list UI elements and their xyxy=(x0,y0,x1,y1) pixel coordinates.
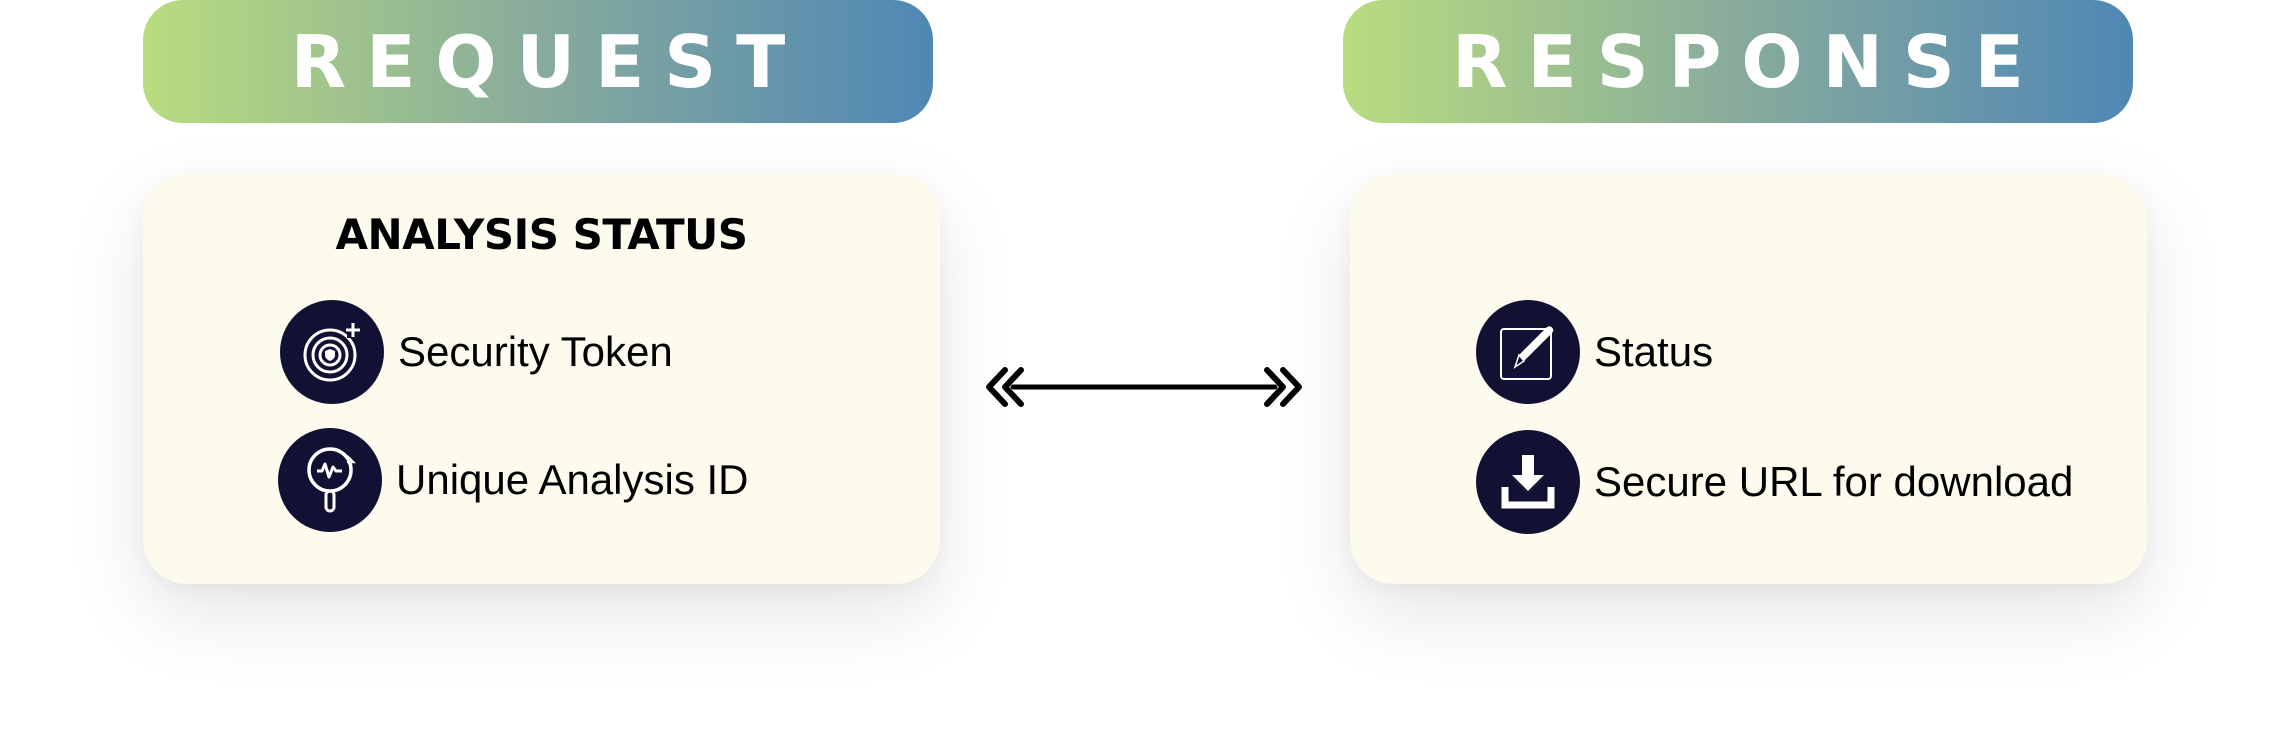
list-item-secure-url: Secure URL for download xyxy=(1476,430,2073,534)
request-header: REQUEST xyxy=(143,0,933,123)
response-header: RESPONSE xyxy=(1343,0,2133,123)
download-icon xyxy=(1476,430,1580,534)
item-label: Secure URL for download xyxy=(1594,458,2074,505)
item-label: Unique Analysis ID xyxy=(396,456,749,503)
request-card: ANALYSIS STATUS Security Token Uni xyxy=(143,174,940,584)
response-header-label: RESPONSE xyxy=(1452,19,2044,104)
response-card: Status Secure URL for download xyxy=(1350,174,2147,584)
list-item-security-token: Security Token xyxy=(280,300,673,404)
security-token-icon xyxy=(280,300,384,404)
request-header-label: REQUEST xyxy=(290,19,806,104)
item-label: Security Token xyxy=(398,328,673,375)
edit-pencil-icon xyxy=(1476,300,1580,404)
card-title: ANALYSIS STATUS xyxy=(335,210,748,259)
item-label: Status xyxy=(1594,328,1714,375)
list-item-unique-analysis-id: Unique Analysis ID xyxy=(278,428,749,532)
bidirectional-arrow-icon xyxy=(986,367,1302,407)
analysis-id-icon xyxy=(278,428,382,532)
list-item-status: Status xyxy=(1476,300,1713,404)
